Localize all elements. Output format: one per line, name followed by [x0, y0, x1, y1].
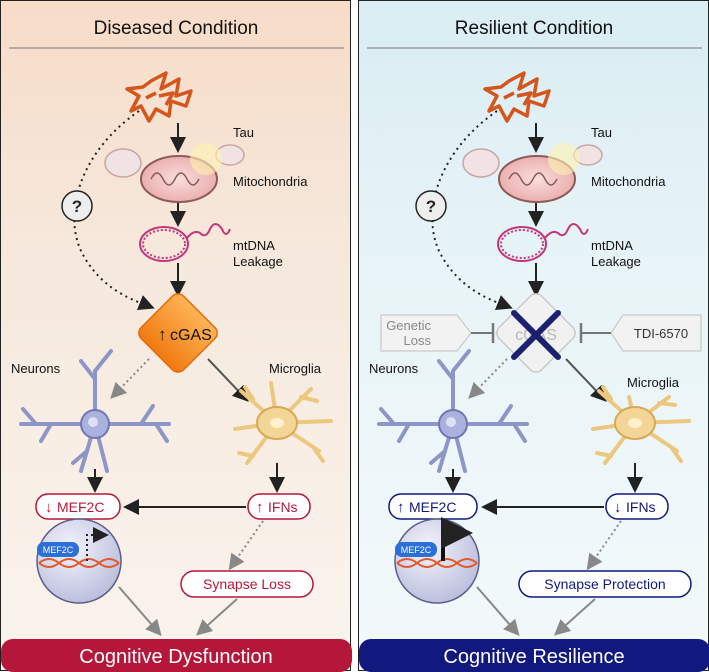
question-mark: ? [426, 197, 436, 216]
ifns-up-arrow: ↑ [256, 499, 264, 516]
synapse-label: Synapse Loss [203, 576, 291, 592]
microglia-label: Microglia [627, 375, 680, 390]
outcome-label: Cognitive Resilience [443, 646, 624, 668]
ifns-to-synapse-arrow [586, 520, 622, 571]
nucleus-to-outcome-arrow [476, 586, 520, 637]
mtdna-label-line2: Leakage [591, 254, 641, 269]
synapse-badge [180, 570, 314, 598]
mtdna-loop-icon [497, 223, 589, 262]
cgas-to-neurons-arrow [468, 358, 508, 399]
panel-title: Resilient Condition [455, 18, 613, 39]
cgas-up-arrow: ↑ [158, 325, 167, 344]
nucleus-to-outcome-arrow [118, 586, 162, 637]
cgas-node [138, 293, 218, 373]
outcome-banner [359, 639, 709, 672]
synapse-label: Synapse Protection [544, 576, 665, 592]
mef2c-down-arrow: ↓ [45, 499, 53, 516]
outcome-banner [1, 639, 352, 672]
tdi-6570-node [610, 314, 702, 352]
ifns-label: IFNs [626, 499, 656, 515]
mef2c-label: MEF2C [57, 499, 104, 515]
ifns-to-synapse-arrow [228, 520, 264, 571]
resilient-diagram: Resilient Condition Tau Mitochondria mtD… [359, 18, 709, 672]
resilient-panel: Resilient Condition Tau Mitochondria mtD… [358, 0, 709, 672]
neuron-icon [377, 349, 529, 473]
ifns-down-arrow: ↓ [614, 499, 622, 516]
genetic-loss-line1: Genetic [386, 318, 431, 333]
ifns-badge [605, 493, 669, 520]
mef2c-up-arrow: ↑ [397, 499, 405, 516]
diseased-diagram: Diseased Condition Tau Mitochondria mtDN… [1, 18, 352, 672]
tau-label: Tau [591, 125, 612, 140]
synapse-to-outcome-arrow [554, 598, 596, 636]
tau-label: Tau [233, 125, 254, 140]
mtdna-label-line2: Leakage [233, 254, 283, 269]
cgas-label: cGAS [170, 327, 212, 344]
mitochondria-icon [104, 143, 245, 203]
tau-protein-icon [483, 71, 551, 123]
microglia-icon [233, 381, 333, 465]
cgas-to-neurons-arrow [110, 358, 150, 399]
ifns-label: IFNs [268, 499, 298, 515]
mitochondria-label: Mitochondria [591, 174, 666, 189]
tau-protein-icon [125, 71, 193, 123]
mtdna-label-line1: mtDNA [591, 238, 633, 253]
block-x-icon [511, 310, 561, 360]
question-badge [61, 190, 93, 222]
genetic-loss-line2: Loss [404, 333, 432, 348]
synapse-badge [518, 570, 692, 598]
nucleus-mef2c-label: MEF2C [43, 545, 74, 555]
question-mark: ? [72, 197, 82, 216]
neuron-icon [19, 349, 171, 473]
mef2c-label: MEF2C [409, 499, 456, 515]
nucleus-icon [36, 518, 122, 604]
mtdna-loop-icon [139, 223, 231, 262]
question-badge [415, 190, 447, 222]
synapse-to-outcome-arrow [196, 598, 238, 636]
tdi-6570-label: TDI-6570 [634, 326, 688, 341]
nucleus-icon [394, 517, 480, 604]
microglia-label: Microglia [269, 361, 322, 376]
nucleus-mef2c-label: MEF2C [401, 545, 432, 555]
outcome-label: Cognitive Dysfunction [79, 646, 272, 668]
genetic-loss-node [380, 314, 472, 352]
mitochondria-icon [462, 143, 603, 203]
panel-title: Diseased Condition [94, 18, 259, 39]
mtdna-label-line1: mtDNA [233, 238, 275, 253]
microglia-icon [591, 385, 691, 465]
neurons-label: Neurons [369, 361, 419, 376]
ifns-badge [247, 493, 311, 520]
neurons-label: Neurons [11, 361, 61, 376]
diseased-panel: Diseased Condition Tau Mitochondria mtDN… [0, 0, 352, 672]
mitochondria-label: Mitochondria [233, 174, 308, 189]
